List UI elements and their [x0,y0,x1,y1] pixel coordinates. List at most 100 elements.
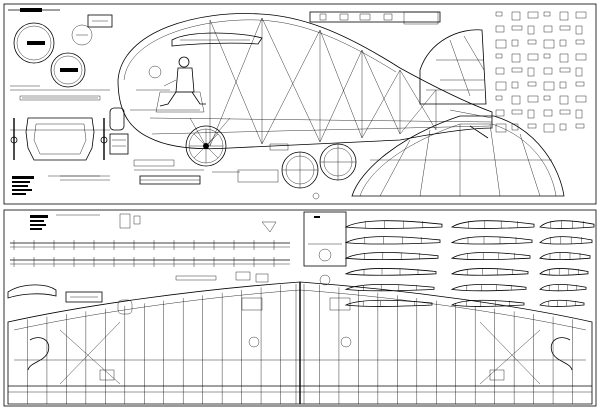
small-part [559,109,571,115]
fuselage-sheet-border [3,3,597,205]
small-part [495,39,507,49]
rib-template [344,236,441,245]
small-part [495,67,505,75]
small-parts-grid [495,11,587,133]
rib-templates [344,220,595,307]
small-part [559,25,571,31]
rib-template [539,220,595,229]
small-part [559,123,567,131]
small-part [527,67,535,77]
small-part [575,95,587,103]
small-part [511,109,523,115]
wing-sheet-border [3,209,597,407]
small-part [559,53,569,63]
small-part [527,25,535,35]
small-part [511,11,521,21]
detail-block-left [109,107,125,131]
small-part [575,67,583,77]
spar-strips [10,240,290,267]
small-part [495,53,503,59]
wheel-front-views [269,143,357,200]
rib-template [450,283,527,292]
small-part [511,81,519,89]
upper-wing-rib [171,32,263,47]
rib-template [344,220,443,229]
small-part [511,25,523,31]
small-part [527,109,535,119]
small-part [575,81,585,87]
small-part [495,25,505,33]
small-part [543,109,553,117]
small-part [495,11,503,17]
small-part [543,67,553,75]
small-part [495,109,505,117]
stringers-left [10,85,110,101]
small-part [575,109,583,119]
small-part [527,123,537,129]
fuselage-side-view [117,13,493,167]
small-part [575,123,585,129]
tailplane-plan-view [351,115,565,197]
rib-template [344,268,437,276]
small-part [543,53,551,59]
small-part [559,67,571,73]
rib-template [450,220,535,229]
main-wheel [185,125,227,167]
notes-block-lower [30,214,100,230]
rib-template [450,252,531,261]
small-part [511,67,523,73]
small-part [527,39,537,45]
small-part [511,95,521,105]
aileron-curl-right [550,337,573,371]
small-part [543,39,555,49]
rudder-side [419,29,487,105]
center-parts-panel [303,211,347,286]
small-part [527,95,539,103]
parts-frame [87,14,113,28]
rib-template [450,236,533,245]
small-part [543,95,551,101]
notes-block [12,175,100,195]
rib-template [539,268,589,276]
small-part [543,123,555,133]
small-part [543,25,553,33]
small-part [575,11,587,19]
small-part [527,11,539,19]
small-part [543,11,551,17]
rib-template [539,283,587,292]
small-part [575,53,587,61]
rib-template [539,236,593,245]
tail-skid [469,125,489,139]
undercarriage-front-view [10,117,110,161]
rib-template [539,299,585,307]
small-part [495,123,507,133]
small-part [511,53,521,63]
cowl-front-view [13,22,55,64]
detail-battery [109,133,129,155]
small-part [527,53,539,61]
wing-plan-view [7,281,593,405]
rib-sections-top [309,11,441,25]
former-parts [119,213,277,283]
small-part [559,39,567,47]
pilot-figure [159,56,206,107]
engine-front-view [50,24,93,88]
rib-template [450,267,529,276]
title-block [8,8,60,12]
small-part [543,81,555,91]
aileron-curl-left [27,337,50,371]
small-part [495,81,507,91]
small-part [495,95,503,101]
small-part [511,39,519,47]
small-part [559,95,569,105]
longeron-strips [60,159,279,185]
rib-template [344,252,439,261]
rib-template [344,299,433,307]
small-part [575,25,583,35]
small-part [559,81,567,89]
small-part [559,11,569,21]
small-part [527,81,537,87]
center-section-details [99,297,505,381]
small-part [575,39,585,45]
